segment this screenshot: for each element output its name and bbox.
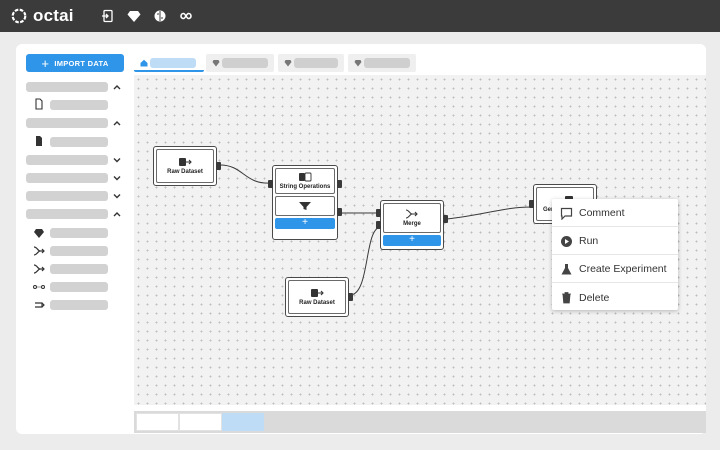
input-port[interactable]	[376, 209, 381, 217]
bottom-panel	[134, 411, 706, 433]
add-step-button[interactable]: +	[383, 235, 441, 246]
raw-dataset-node[interactable]: Raw Dataset	[285, 277, 353, 317]
merge-icon	[33, 264, 45, 274]
sidebar-item[interactable]	[50, 300, 108, 310]
menu-item-create-experiment[interactable]: Create Experiment	[552, 256, 678, 283]
output-port[interactable]	[348, 293, 353, 301]
string-operations-node[interactable]: String Operations +	[268, 165, 342, 240]
node-label: Raw Dataset	[299, 300, 335, 306]
chevron-down-icon[interactable]	[112, 191, 122, 201]
brand[interactable]: octai	[10, 6, 74, 26]
tab-label	[222, 58, 268, 68]
file-filled-icon	[36, 136, 42, 146]
file-icon	[35, 98, 43, 110]
tab-label	[364, 58, 410, 68]
chevron-up-icon[interactable]	[112, 118, 122, 128]
node-label: String Operations	[279, 184, 331, 190]
input-port[interactable]	[529, 200, 534, 208]
output-port[interactable]	[337, 208, 342, 216]
tab-model[interactable]	[278, 54, 344, 72]
menu-item-comment[interactable]: Comment	[552, 200, 678, 227]
sidebar-section-header[interactable]	[26, 82, 108, 92]
sidebar-item[interactable]	[50, 246, 108, 256]
input-port[interactable]	[268, 180, 273, 188]
sidebar-item[interactable]	[50, 282, 108, 292]
bottom-tab-selected[interactable]	[222, 413, 264, 431]
flask-icon	[561, 263, 572, 274]
input-port[interactable]	[376, 221, 381, 229]
dataset-icon	[311, 289, 324, 297]
import-data-button[interactable]: + IMPORT DATA	[26, 54, 124, 72]
node-label: Gen	[543, 207, 555, 213]
chevron-down-icon[interactable]	[112, 173, 122, 183]
merge-node[interactable]: Merge +	[376, 200, 448, 250]
menu-item-label: Run	[579, 235, 599, 247]
connections-layer	[219, 164, 533, 296]
sidebar-item[interactable]	[50, 100, 108, 110]
connection-line	[349, 226, 381, 296]
sidebar-section-header[interactable]	[26, 118, 108, 128]
import-icon[interactable]	[100, 8, 116, 24]
connection-line	[219, 164, 273, 184]
sidebar-section-header[interactable]	[26, 173, 108, 183]
import-data-label: IMPORT DATA	[54, 58, 109, 68]
tab-home[interactable]	[134, 54, 204, 72]
play-icon	[561, 235, 572, 247]
sidebar-item[interactable]	[50, 228, 108, 238]
text-icon	[299, 172, 312, 182]
menu-item-run[interactable]: Run	[552, 228, 678, 255]
connection-line	[446, 206, 533, 220]
add-step-button[interactable]: +	[275, 218, 335, 229]
diamond-icon[interactable]	[126, 8, 142, 24]
diamond-icon	[212, 60, 220, 67]
loop-icon	[35, 302, 45, 308]
tab-model[interactable]	[348, 54, 416, 72]
bottom-tab[interactable]	[136, 413, 179, 431]
top-bar: octai	[0, 0, 720, 32]
bottom-tab[interactable]	[179, 413, 222, 431]
menu-item-label: Create Experiment	[579, 263, 667, 275]
plus-icon: +	[41, 55, 50, 71]
sidebar-section-header[interactable]	[26, 155, 108, 165]
sidebar-section-header[interactable]	[26, 209, 108, 219]
chevron-down-icon[interactable]	[112, 155, 122, 165]
tab-label	[150, 58, 196, 68]
dataset-icon	[179, 158, 192, 166]
diamond-icon	[354, 60, 362, 67]
output-port[interactable]	[443, 215, 448, 223]
diamond-icon	[284, 60, 292, 67]
diamond-icon	[34, 229, 44, 238]
trash-icon	[562, 292, 571, 304]
comment-icon	[560, 207, 573, 220]
raw-dataset-node[interactable]: Raw Dataset	[153, 146, 221, 186]
merge-icon	[33, 246, 45, 256]
context-menu: Comment Run Create Experiment Delete	[552, 199, 678, 310]
menu-item-label: Comment	[579, 207, 625, 219]
tab-model[interactable]	[206, 54, 274, 72]
chevron-up-icon[interactable]	[112, 209, 122, 219]
chevron-up-icon[interactable]	[112, 82, 122, 92]
merge-icon	[405, 209, 418, 219]
node-label: Merge	[403, 221, 421, 227]
menu-item-label: Delete	[579, 291, 610, 304]
infinity-icon[interactable]	[178, 8, 198, 24]
sidebar-item[interactable]	[50, 137, 108, 147]
filter-icon	[299, 202, 311, 210]
sidebar-section-header[interactable]	[26, 191, 108, 201]
menu-item-delete[interactable]: Delete	[552, 284, 678, 311]
tab-label	[294, 58, 338, 68]
home-icon	[140, 59, 148, 67]
output-port[interactable]	[216, 162, 221, 170]
brain-icon[interactable]	[152, 8, 168, 24]
pipeline-icon	[33, 285, 45, 289]
octai-logo-icon	[11, 8, 27, 24]
output-port[interactable]	[337, 180, 342, 188]
node-label: Raw Dataset	[167, 169, 203, 175]
app-name: octai	[33, 6, 74, 25]
sidebar-item[interactable]	[50, 264, 108, 274]
